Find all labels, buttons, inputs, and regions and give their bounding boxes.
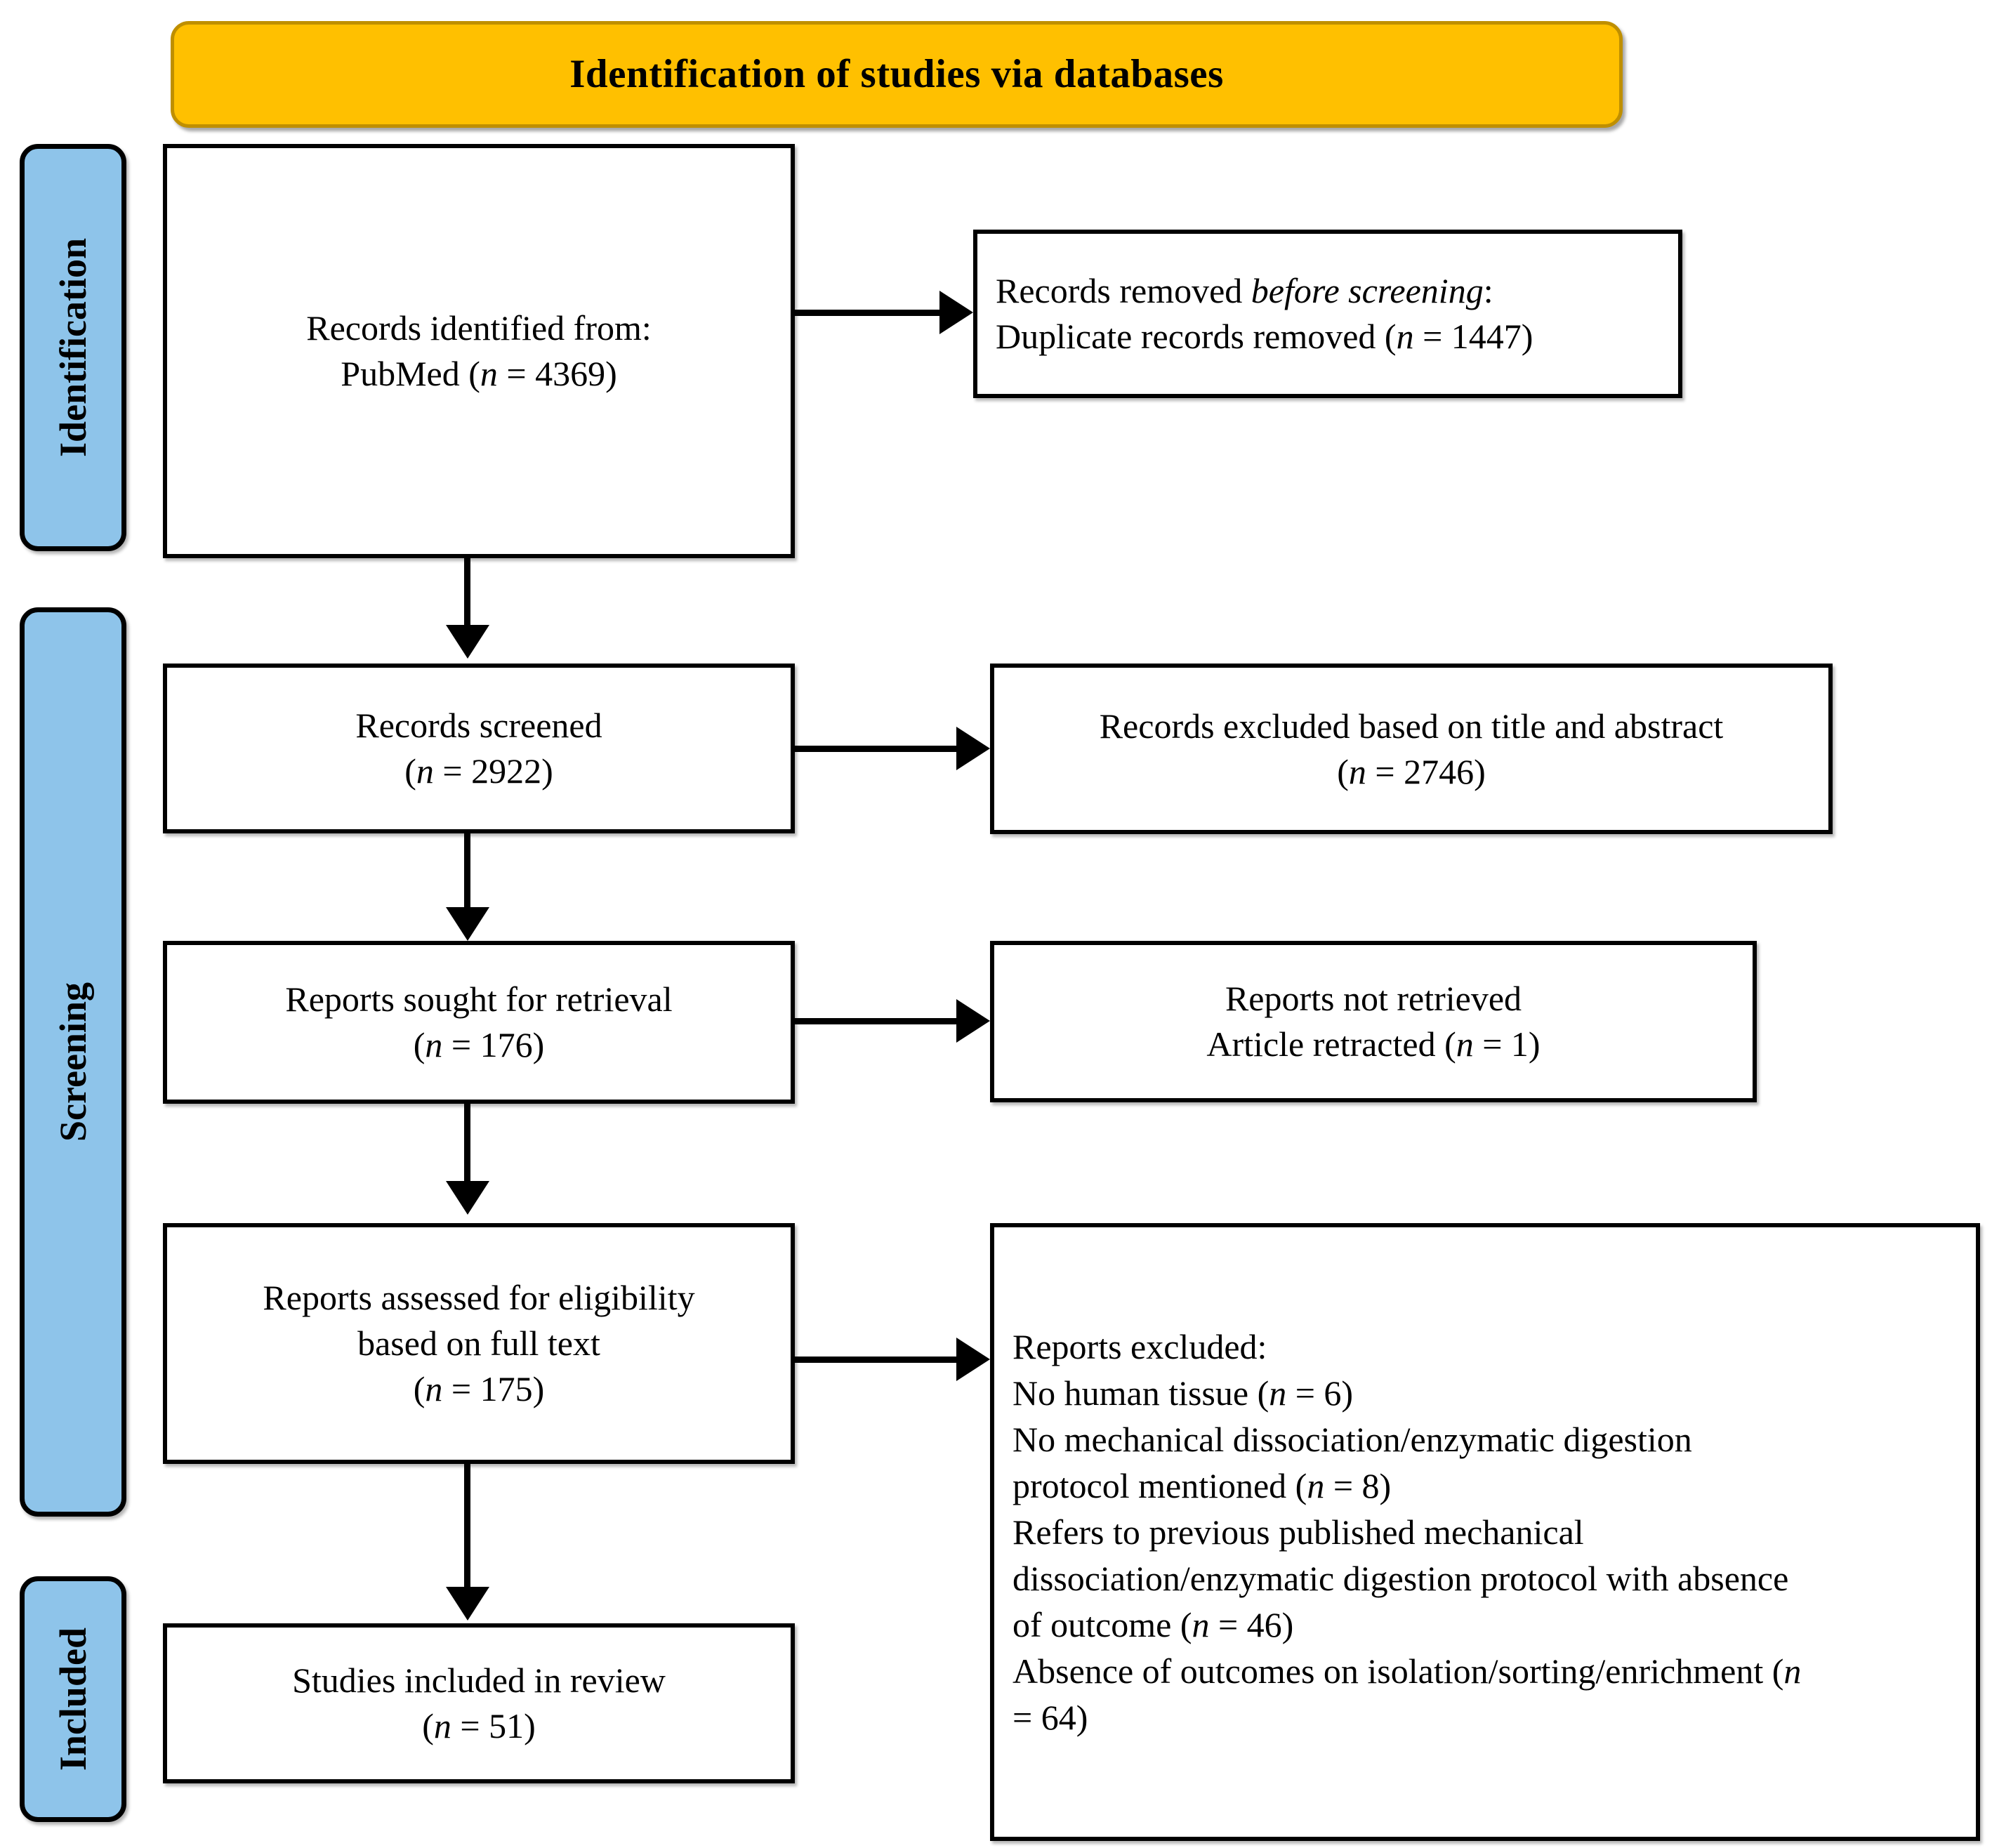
text-line: Records excluded based on title and abst… — [1099, 706, 1724, 746]
text-line: (n = 176) — [413, 1025, 545, 1064]
stage-label-identification: Identification — [52, 237, 94, 457]
text-line: Reports not retrieved — [1225, 979, 1522, 1018]
text-line: Records removed before screening: — [996, 271, 1493, 310]
box-reports-sought: Reports sought for retrieval (n = 176) — [163, 941, 795, 1104]
connector-assessed-to-reports-excluded — [795, 1357, 959, 1363]
text-line: = 64) — [1013, 1698, 1088, 1737]
box-records-excluded-title-abstract: Records excluded based on title and abst… — [990, 664, 1833, 834]
stage-bar-identification: Identification — [20, 144, 126, 551]
text-line: Records screened — [355, 706, 602, 745]
box-reports-assessed: Reports assessed for eligibility based on… — [163, 1223, 795, 1464]
arrowhead-identified-to-screened — [446, 625, 489, 659]
box-records-excluded-title-abstract-text: Records excluded based on title and abst… — [994, 704, 1828, 795]
text-line: (n = 51) — [422, 1706, 536, 1745]
box-reports-sought-text: Reports sought for retrieval (n = 176) — [167, 977, 791, 1068]
arrowhead-identified-to-removed — [939, 291, 973, 334]
stage-label-screening: Screening — [52, 982, 94, 1142]
connector-screened-to-sought — [464, 833, 470, 911]
text-line: (n = 2746) — [1337, 751, 1486, 791]
text-line: of outcome (n = 46) — [1013, 1605, 1294, 1644]
box-records-removed-text: Records removed before screening: Duplica… — [977, 268, 1678, 359]
text-line: (n = 175) — [413, 1369, 545, 1408]
box-reports-assessed-text: Reports assessed for eligibility based on… — [167, 1275, 791, 1412]
text-line: Refers to previous published mechanical — [1013, 1512, 1584, 1552]
connector-sought-to-assessed — [464, 1104, 470, 1184]
stage-bar-screening: Screening — [20, 607, 126, 1517]
box-reports-excluded: Reports excluded: No human tissue (n = 6)… — [990, 1223, 1980, 1841]
text-line: Reports sought for retrieval — [285, 979, 673, 1019]
arrowhead-assessed-to-reports-excluded — [956, 1338, 990, 1381]
arrowhead-screened-to-sought — [446, 907, 489, 941]
box-studies-included-text: Studies included in review (n = 51) — [167, 1658, 791, 1749]
text-line: protocol mentioned (n = 8) — [1013, 1466, 1392, 1505]
stage-bar-included: Included — [20, 1576, 126, 1822]
box-records-screened-text: Records screened (n = 2922) — [167, 703, 791, 794]
box-records-removed: Records removed before screening: Duplica… — [973, 230, 1682, 398]
connector-identified-to-screened — [464, 558, 470, 628]
arrowhead-sought-to-not-retrieved — [956, 999, 990, 1043]
text-line: PubMed (n = 4369) — [341, 354, 617, 393]
box-reports-excluded-text: Reports excluded: No human tissue (n = 6)… — [994, 1324, 1976, 1741]
arrowhead-sought-to-assessed — [446, 1181, 489, 1215]
text-line: Records identified from: — [306, 308, 652, 348]
text-line: Reports assessed for eligibility — [263, 1278, 695, 1317]
arrowhead-assessed-to-included — [446, 1587, 489, 1621]
connector-identified-to-removed — [795, 310, 942, 316]
text-line: Reports excluded: — [1013, 1327, 1267, 1366]
banner-title: Identification of studies via databases — [569, 51, 1224, 96]
box-studies-included: Studies included in review (n = 51) — [163, 1623, 795, 1783]
connector-screened-to-excluded — [795, 746, 959, 752]
stage-label-included: Included — [52, 1627, 94, 1771]
identification-banner: Identification of studies via databases — [171, 21, 1623, 128]
connector-assessed-to-included — [464, 1464, 470, 1590]
text-line: No human tissue (n = 6) — [1013, 1373, 1354, 1413]
text-line: dissociation/enzymatic digestion protoco… — [1013, 1559, 1789, 1598]
box-records-screened: Records screened (n = 2922) — [163, 664, 795, 833]
box-records-identified: Records identified from: PubMed (n = 4369… — [163, 144, 795, 558]
arrowhead-screened-to-excluded — [956, 727, 990, 770]
text-line: Absence of outcomes on isolation/sorting… — [1013, 1651, 1802, 1691]
box-records-identified-text: Records identified from: PubMed (n = 4369… — [167, 305, 791, 397]
text-line: (n = 2922) — [404, 751, 553, 791]
text-line: Studies included in review — [292, 1661, 666, 1700]
text-line: Article retracted (n = 1) — [1206, 1024, 1541, 1064]
connector-sought-to-not-retrieved — [795, 1018, 959, 1024]
text-line: Duplicate records removed (n = 1447) — [996, 317, 1533, 356]
text-line: No mechanical dissociation/enzymatic dig… — [1013, 1420, 1692, 1459]
text-line: based on full text — [357, 1324, 600, 1363]
